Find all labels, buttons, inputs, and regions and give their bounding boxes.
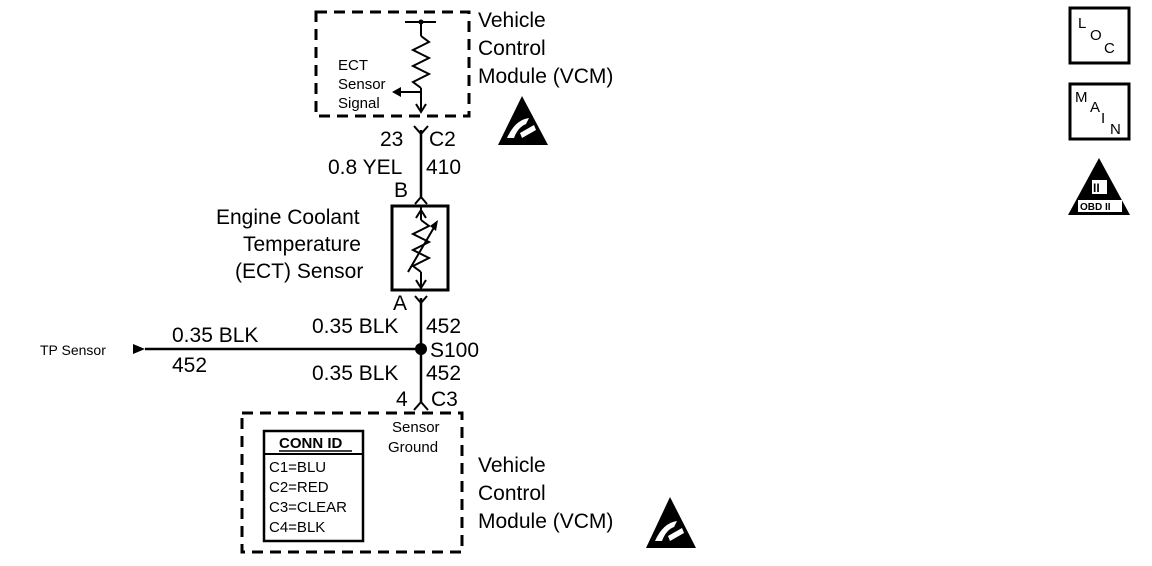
splice-s100-label: S100 bbox=[430, 339, 479, 362]
vcm-top-label-1: Vehicle bbox=[478, 9, 546, 32]
ect-label-1: Engine Coolant bbox=[216, 206, 360, 229]
svg-text:C: C bbox=[1104, 40, 1115, 57]
vcm-bottom-dashed-outline bbox=[240, 411, 464, 554]
ect-signal-line-3: Signal bbox=[338, 95, 380, 112]
tp-wire-size-color: 0.35 BLK bbox=[172, 324, 258, 347]
connector-c3-name: C3 bbox=[431, 388, 458, 411]
vcm-pullup-arrowhead bbox=[415, 103, 427, 114]
conn-id-row: C1=BLU bbox=[269, 459, 326, 476]
ect-variable-arrow-head bbox=[430, 220, 438, 231]
esd-warning-icon-bottom bbox=[646, 497, 696, 548]
svg-text:A: A bbox=[1090, 99, 1100, 116]
wire-mid-size-color: 0.35 BLK bbox=[312, 315, 398, 338]
sensor-ground-line-2: Ground bbox=[388, 439, 438, 456]
ect-terminal-b: B bbox=[394, 179, 408, 202]
ect-variable-arrow-shaft bbox=[407, 223, 437, 273]
esd-warning-icon-top bbox=[498, 96, 548, 145]
conn-id-title: CONN ID bbox=[279, 435, 343, 452]
wire-top-circuit: 410 bbox=[426, 156, 461, 179]
vcm-bottom-label-2: Control bbox=[478, 482, 546, 505]
ect-thermistor-zigzag bbox=[410, 219, 432, 273]
ect-thermistor-bottom-arrow bbox=[415, 279, 427, 290]
tp-wire-circuit: 452 bbox=[172, 354, 207, 377]
vcm-top-module: ECT Sensor Signal Vehicle Control Module… bbox=[314, 9, 613, 145]
ect-label-3: (ECT) Sensor bbox=[235, 260, 363, 283]
ect-label-2: Temperature bbox=[243, 233, 361, 256]
vcm-bottom-label-1: Vehicle bbox=[478, 454, 546, 477]
ect-signal-line-2: Sensor bbox=[338, 76, 386, 93]
vcm-bottom-label-3: Module (VCM) bbox=[478, 510, 613, 533]
obd-text: OBD II bbox=[1080, 202, 1111, 213]
main-symbol-icon: M A I N bbox=[1068, 82, 1131, 141]
sensor-ground-line-1: Sensor bbox=[392, 419, 440, 436]
ect-terminal-a: A bbox=[393, 292, 407, 315]
connector-c3-symbol bbox=[413, 400, 429, 411]
tp-sensor-arrow bbox=[133, 344, 145, 354]
obd-ii-symbol-icon: II OBD II bbox=[1068, 158, 1130, 215]
ect-signal-arrow bbox=[392, 87, 401, 97]
connector-c2-pin: 23 bbox=[380, 128, 403, 151]
vcm-top-label-3: Module (VCM) bbox=[478, 65, 613, 88]
ect-signal-line-1: ECT bbox=[338, 57, 368, 74]
connector-c2: 23 C2 bbox=[380, 125, 456, 151]
wire-bottom-circuit: 452 bbox=[426, 362, 461, 385]
connector-c2-name: C2 bbox=[429, 128, 456, 151]
ect-thermistor-top-arrow bbox=[415, 208, 427, 219]
conn-id-row: C2=RED bbox=[269, 479, 329, 496]
svg-text:N: N bbox=[1110, 121, 1121, 138]
conn-id-table: CONN ID C1=BLU C2=RED C3=CLEAR C4=BLK bbox=[262, 429, 365, 543]
wire-top-size-color: 0.8 YEL bbox=[328, 156, 402, 179]
loc-symbol-icon: L O C bbox=[1068, 6, 1131, 65]
ect-terminal-b-symbol bbox=[414, 195, 428, 205]
svg-text:O: O bbox=[1090, 27, 1102, 44]
obd-numeral: II bbox=[1093, 181, 1100, 195]
svg-text:I: I bbox=[1101, 110, 1105, 127]
conn-id-row: C3=CLEAR bbox=[269, 499, 347, 516]
conn-id-row: C4=BLK bbox=[269, 519, 325, 536]
svg-text:L: L bbox=[1078, 15, 1086, 32]
ect-sensor: Engine Coolant Temperature (ECT) Sensor bbox=[216, 204, 450, 292]
tp-sensor-label: TP Sensor bbox=[40, 342, 106, 358]
wire-mid-circuit: 452 bbox=[426, 315, 461, 338]
connector-c3: 4 C3 bbox=[396, 388, 458, 411]
vcm-pullup-resistor bbox=[410, 35, 432, 89]
tp-sensor-branch: TP Sensor 0.35 BLK 452 bbox=[40, 324, 421, 377]
vcm-top-dashed-outline bbox=[314, 10, 471, 118]
vcm-bottom-module: Sensor Ground CONN ID C1=BLU C2=RED C3=C… bbox=[240, 411, 696, 554]
wire-bottom-size-color: 0.35 BLK bbox=[312, 362, 398, 385]
vcm-top-label-2: Control bbox=[478, 37, 546, 60]
connector-c3-pin: 4 bbox=[396, 388, 408, 411]
svg-text:M: M bbox=[1075, 89, 1088, 106]
